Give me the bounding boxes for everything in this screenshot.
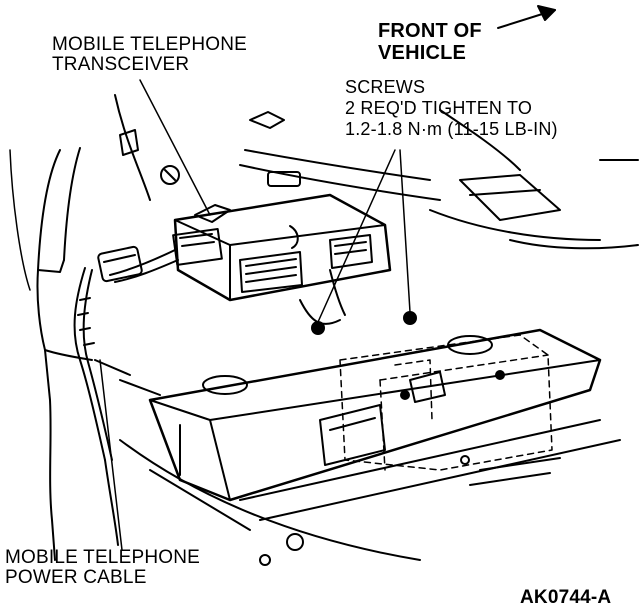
power-cable-label-line-2: POWER CABLE <box>5 567 147 588</box>
screws-label-line-2: 2 REQ'D TIGHTEN TO <box>345 98 533 118</box>
figure-code: AK0744-A <box>520 587 612 608</box>
power-cable-label-line-1: MOBILE TELEPHONE <box>5 547 201 568</box>
front-label-line-2: VEHICLE <box>378 42 467 64</box>
trunk-floor <box>119 419 621 566</box>
screws-label: SCREWS 2 REQ'D TIGHTEN TO 1.2-1.8 N·m (1… <box>345 77 558 140</box>
package-tray <box>239 109 639 250</box>
screws-label-line-1: SCREWS <box>345 77 426 97</box>
left-body-panel <box>9 94 180 561</box>
power-cable-label: MOBILE TELEPHONE POWER CABLE <box>5 548 200 588</box>
front-label-line-1: FRONT OF <box>378 20 482 42</box>
transceiver-label-line-1: MOBILE TELEPHONE <box>52 34 248 55</box>
leader-lines <box>99 79 411 551</box>
telephone-cable <box>73 245 346 546</box>
screws-label-line-3: 1.2-1.8 N·m (11-15 LB-IN) <box>345 119 558 139</box>
arrow-icon <box>497 5 556 29</box>
transceiver-unit <box>172 193 392 302</box>
transceiver-label-line-2: TRANSCEIVER <box>52 54 190 75</box>
hidden-outline <box>339 334 553 471</box>
front-of-vehicle-label: FRONT OF VEHICLE <box>378 20 482 64</box>
transceiver-label: MOBILE TELEPHONE TRANSCEIVER <box>52 35 247 75</box>
